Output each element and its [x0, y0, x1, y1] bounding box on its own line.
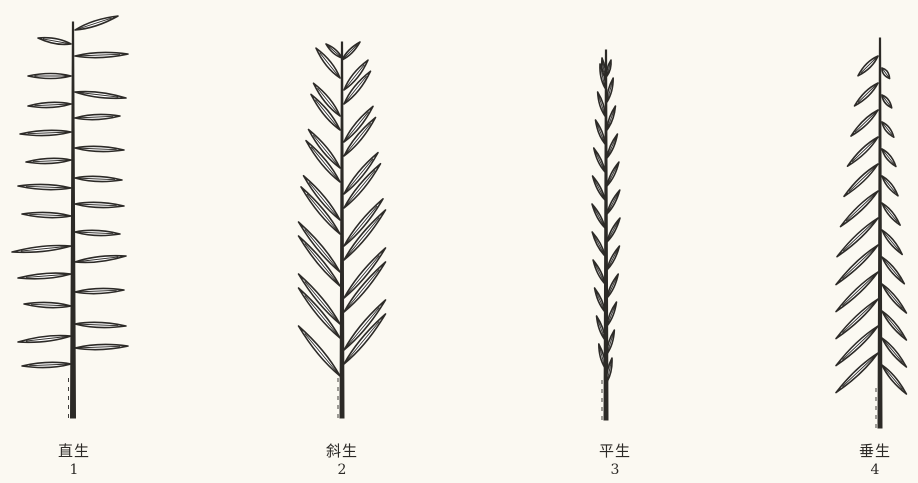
leaf — [75, 288, 124, 293]
leaf — [855, 83, 879, 106]
leaf — [75, 230, 120, 235]
leaf — [75, 202, 124, 207]
caption-number: 2 — [302, 463, 382, 477]
leaf — [75, 344, 128, 349]
leaf — [593, 260, 605, 284]
leaf — [75, 92, 126, 99]
caption-number: 4 — [835, 463, 915, 477]
caption-label: 直生 — [34, 444, 114, 459]
leaf — [607, 218, 620, 242]
leaf — [75, 146, 124, 151]
leaf — [592, 232, 605, 256]
leaf — [75, 114, 120, 119]
leaf — [28, 74, 71, 79]
leaf — [22, 212, 71, 217]
leaf — [851, 110, 878, 136]
caption-label: 斜生 — [302, 444, 382, 459]
leaf — [882, 68, 890, 79]
leaf — [882, 365, 906, 394]
caption-label: 平生 — [575, 444, 655, 459]
leaf — [882, 149, 896, 166]
leaf — [595, 288, 605, 312]
caption-panel-4: 垂生 4 — [835, 444, 915, 477]
leaf — [326, 44, 342, 58]
leaf — [607, 60, 611, 76]
leaf — [882, 311, 906, 340]
leaf — [882, 284, 906, 313]
plant-flat-drawing — [592, 50, 620, 420]
leaf — [75, 256, 126, 263]
caption-label: 垂生 — [835, 444, 915, 459]
leaf — [20, 130, 71, 135]
leaf — [18, 336, 71, 343]
leaf — [22, 362, 71, 367]
leaf — [18, 184, 71, 189]
leaf — [607, 302, 617, 326]
leaf — [844, 164, 878, 196]
caption-number: 3 — [575, 463, 655, 477]
leaf — [75, 16, 118, 30]
leaf — [595, 120, 605, 144]
leaf — [882, 338, 906, 367]
leaf — [38, 38, 71, 45]
leaf — [858, 56, 878, 76]
leaf — [607, 246, 619, 270]
leaf — [75, 52, 128, 57]
leaf — [882, 95, 892, 108]
caption-panel-2: 斜生 2 — [302, 444, 382, 477]
leaf — [75, 176, 122, 181]
plant-oblique-drawing — [299, 42, 386, 418]
leaf — [882, 176, 898, 196]
stem — [71, 22, 76, 418]
leaf — [607, 274, 618, 298]
leaf — [26, 158, 71, 163]
caption-panel-3: 平生 3 — [575, 444, 655, 477]
leaf — [342, 42, 360, 60]
leaf — [597, 316, 605, 340]
plant-straight-drawing — [12, 16, 128, 418]
leaf — [607, 190, 620, 214]
leaf — [593, 176, 605, 200]
leaf — [24, 302, 71, 307]
leaf — [607, 134, 617, 158]
leaf — [594, 148, 605, 172]
leaf — [28, 102, 71, 107]
stem — [340, 42, 344, 418]
caption-panel-1: 直生 1 — [34, 444, 114, 477]
leaf — [607, 162, 619, 186]
leaf — [848, 137, 879, 166]
leaf — [12, 246, 71, 253]
leaf — [607, 106, 615, 130]
leaf — [18, 273, 71, 279]
leaf — [592, 204, 605, 228]
leaf — [882, 203, 900, 225]
leaf — [607, 78, 613, 102]
leaf — [882, 257, 904, 284]
caption-number: 1 — [34, 463, 114, 477]
leaf — [882, 122, 894, 137]
leaf — [75, 322, 126, 327]
plant-drooping-drawing — [836, 38, 906, 428]
leaf — [598, 92, 605, 116]
leaf — [882, 230, 902, 254]
